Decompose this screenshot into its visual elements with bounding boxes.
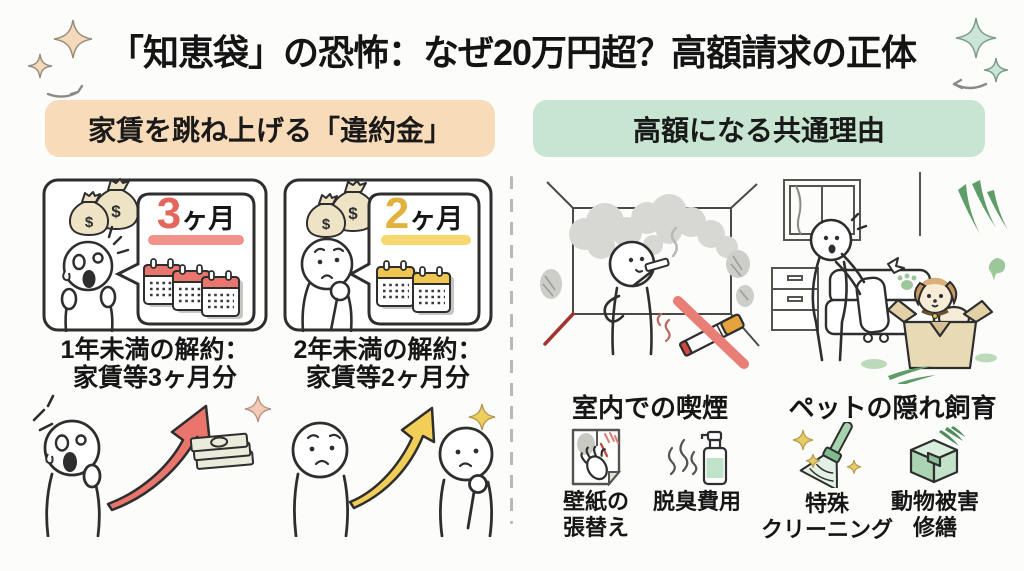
no-smoking-icon — [656, 296, 749, 369]
duration-badge-3-months: 3 ヶ月 — [138, 192, 254, 236]
badge-number: 3 — [156, 189, 182, 238]
badge-number: 2 — [384, 189, 410, 238]
svg-text:$: $ — [85, 214, 94, 231]
highlight-underline — [381, 235, 471, 245]
cost-item-wallpaper: 壁紙の 張替え — [526, 428, 666, 541]
badge-unit: ヶ月 — [409, 204, 464, 234]
wallpaper-replacement-icon — [571, 428, 622, 486]
sparkle-icon — [468, 403, 496, 431]
svg-text:$: $ — [348, 204, 358, 223]
caption-panel-1-line2: 家賃等3ヶ月分 — [73, 364, 237, 392]
sparkle-icon — [792, 429, 814, 451]
hidden-pet-illustration — [771, 172, 1008, 384]
duration-badge-2-months: 2 ヶ月 — [369, 192, 479, 236]
money-bills-icon — [189, 432, 255, 470]
section-header-reasons-label: 高額になる共通理由 — [632, 114, 885, 146]
money-bags-icon — [305, 180, 377, 238]
svg-text:$: $ — [322, 216, 331, 233]
smoking-label: 室内での喫煙 — [571, 393, 728, 423]
cigarette-in-hand — [644, 257, 670, 272]
damaged-box-icon — [909, 426, 965, 484]
sparkle-icon — [846, 459, 862, 474]
badge-unit: ヶ月 — [181, 204, 236, 234]
shocked-person — [60, 240, 117, 332]
caption-panel-1-line1: 1年未満の解約： — [60, 336, 250, 364]
penalty-panel-2-months-illustration: $ $ — [283, 178, 493, 332]
calendar-icon — [143, 258, 243, 319]
scratch-marks — [888, 180, 1008, 384]
caption-panel-2-line1: 2年未満の解約： — [293, 336, 483, 364]
cost-item-cleaning: 特殊 クリーニング — [757, 422, 897, 543]
caption-panel-2: 2年未満の解約： 家賃等2ヶ月分 — [268, 336, 508, 392]
thinking-person — [438, 426, 494, 537]
cardboard-box — [886, 298, 994, 370]
cost-label-wallpaper: 壁紙の 張替え — [562, 489, 629, 540]
smoking-room-illustration — [540, 181, 760, 369]
cost-label-deodorizing: 脱臭費用 — [652, 489, 741, 514]
paw-stain — [897, 273, 917, 290]
caption-panel-2-line2: 家賃等2ヶ月分 — [306, 364, 470, 392]
highlight-underline — [148, 235, 244, 245]
svg-text:$: $ — [111, 202, 121, 221]
page-title: 「知恵袋」の恐怖：なぜ20万円超？高額請求の正体 — [107, 32, 917, 73]
cleaning-broom-icon — [792, 422, 862, 488]
red-rising-arrow — [106, 404, 212, 512]
cost-label-animal-damage: 動物被害 修繕 — [890, 489, 979, 540]
surprised-person — [809, 218, 866, 362]
sparkle-icon — [805, 453, 821, 468]
yellow-rising-arrow — [348, 406, 436, 510]
caption-panel-1: 1年未満の解約： 家賃等3ヶ月分 — [30, 336, 280, 392]
sparkle-icon — [244, 395, 272, 423]
deodorizing-spray-icon — [667, 430, 728, 486]
section-header-penalty: 家賃を跳ね上げる「違約金」 — [45, 100, 495, 157]
cost-item-deodorizing: 脱臭費用 — [627, 428, 767, 515]
hidden-pet-label: ペットの隠れ飼育 — [788, 393, 997, 423]
penalty-panel-3-months-illustration: $ $ — [42, 178, 268, 332]
shocked-person — [43, 419, 102, 537]
scratch-marks — [939, 426, 965, 446]
cost-label-cleaning: 特殊 クリーニング — [760, 491, 893, 542]
calendar-icon — [376, 260, 454, 315]
sparkle-decoration-right — [952, 17, 1009, 90]
dog — [914, 277, 975, 331]
section-header-penalty-label: 家賃を跳ね上げる「違約金」 — [87, 114, 452, 146]
smoke-clouds — [569, 194, 738, 259]
dashed-divider — [510, 176, 513, 524]
penalty-panel-3-months: $ $ — [42, 178, 268, 332]
green-drip-stain — [988, 258, 1006, 281]
cost-item-animal-damage: 動物被害 修繕 — [865, 426, 1005, 541]
smoking-person — [603, 240, 656, 356]
rising-cost-illustration — [32, 394, 496, 537]
money-bags-icon — [68, 178, 140, 236]
worried-person — [291, 421, 349, 537]
penalty-panel-2-months: $ $ — [283, 178, 493, 332]
section-header-reasons: 高額になる共通理由 — [533, 100, 985, 157]
sparkle-decoration-left — [28, 19, 93, 98]
drawer-cabinet — [771, 267, 819, 331]
